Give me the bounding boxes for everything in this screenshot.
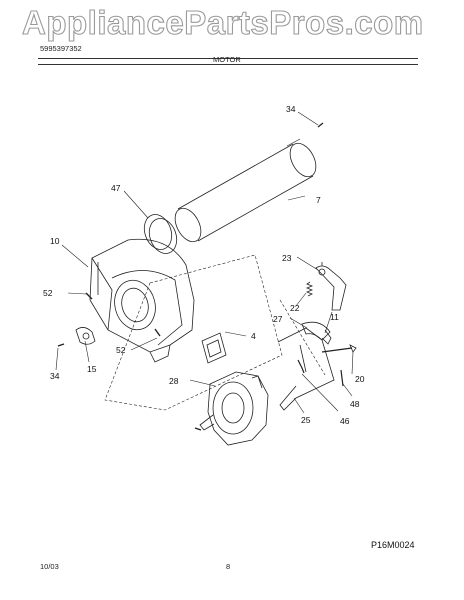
callout-label: 15 [87, 364, 97, 374]
footer-date: 10/03 [40, 562, 59, 571]
mounting-plate-part [201, 332, 227, 364]
duct-tube-part [174, 138, 317, 243]
blower-housing-part [89, 238, 195, 363]
footer-page-number: 8 [226, 562, 231, 571]
callout-label: 52 [116, 345, 126, 355]
callout-label: 48 [350, 399, 360, 409]
bolt-part [321, 347, 353, 353]
motor-part [194, 371, 269, 446]
publication-number: 5995397352 [40, 44, 82, 53]
callout-label: 28 [169, 376, 179, 386]
callout-label: 34 [286, 104, 296, 114]
callout-label: 52 [43, 288, 53, 298]
motor-bracket-part [277, 327, 335, 411]
header-rule [38, 58, 418, 59]
callout-label: 11 [330, 312, 339, 322]
callout-label: 27 [273, 314, 283, 324]
callout-label: 23 [282, 253, 292, 263]
callout-label: 22 [290, 303, 300, 313]
callout-label: 47 [111, 183, 121, 193]
callout-label: 34 [50, 371, 60, 381]
header-rule-lower [38, 64, 418, 65]
callout-label: 7 [316, 195, 321, 205]
callout-label: 46 [340, 416, 350, 426]
spring-part [305, 281, 314, 297]
section-title: MOTOR [213, 55, 241, 64]
pulley-part [301, 321, 332, 345]
callout-label: 25 [301, 415, 311, 425]
thermostat-part [75, 327, 96, 345]
callout-label: 10 [50, 236, 60, 246]
callout-label: 4 [251, 331, 256, 341]
callout-labels: 34 7 47 10 23 52 22 27 4 11 52 34 15 28 … [43, 104, 365, 426]
switch-assembly-part [315, 262, 347, 311]
watermark-logo: AppliancePartsPros.com [21, 3, 424, 41]
callout-label: 20 [355, 374, 365, 384]
figure-code: P16M0024 [371, 540, 415, 550]
